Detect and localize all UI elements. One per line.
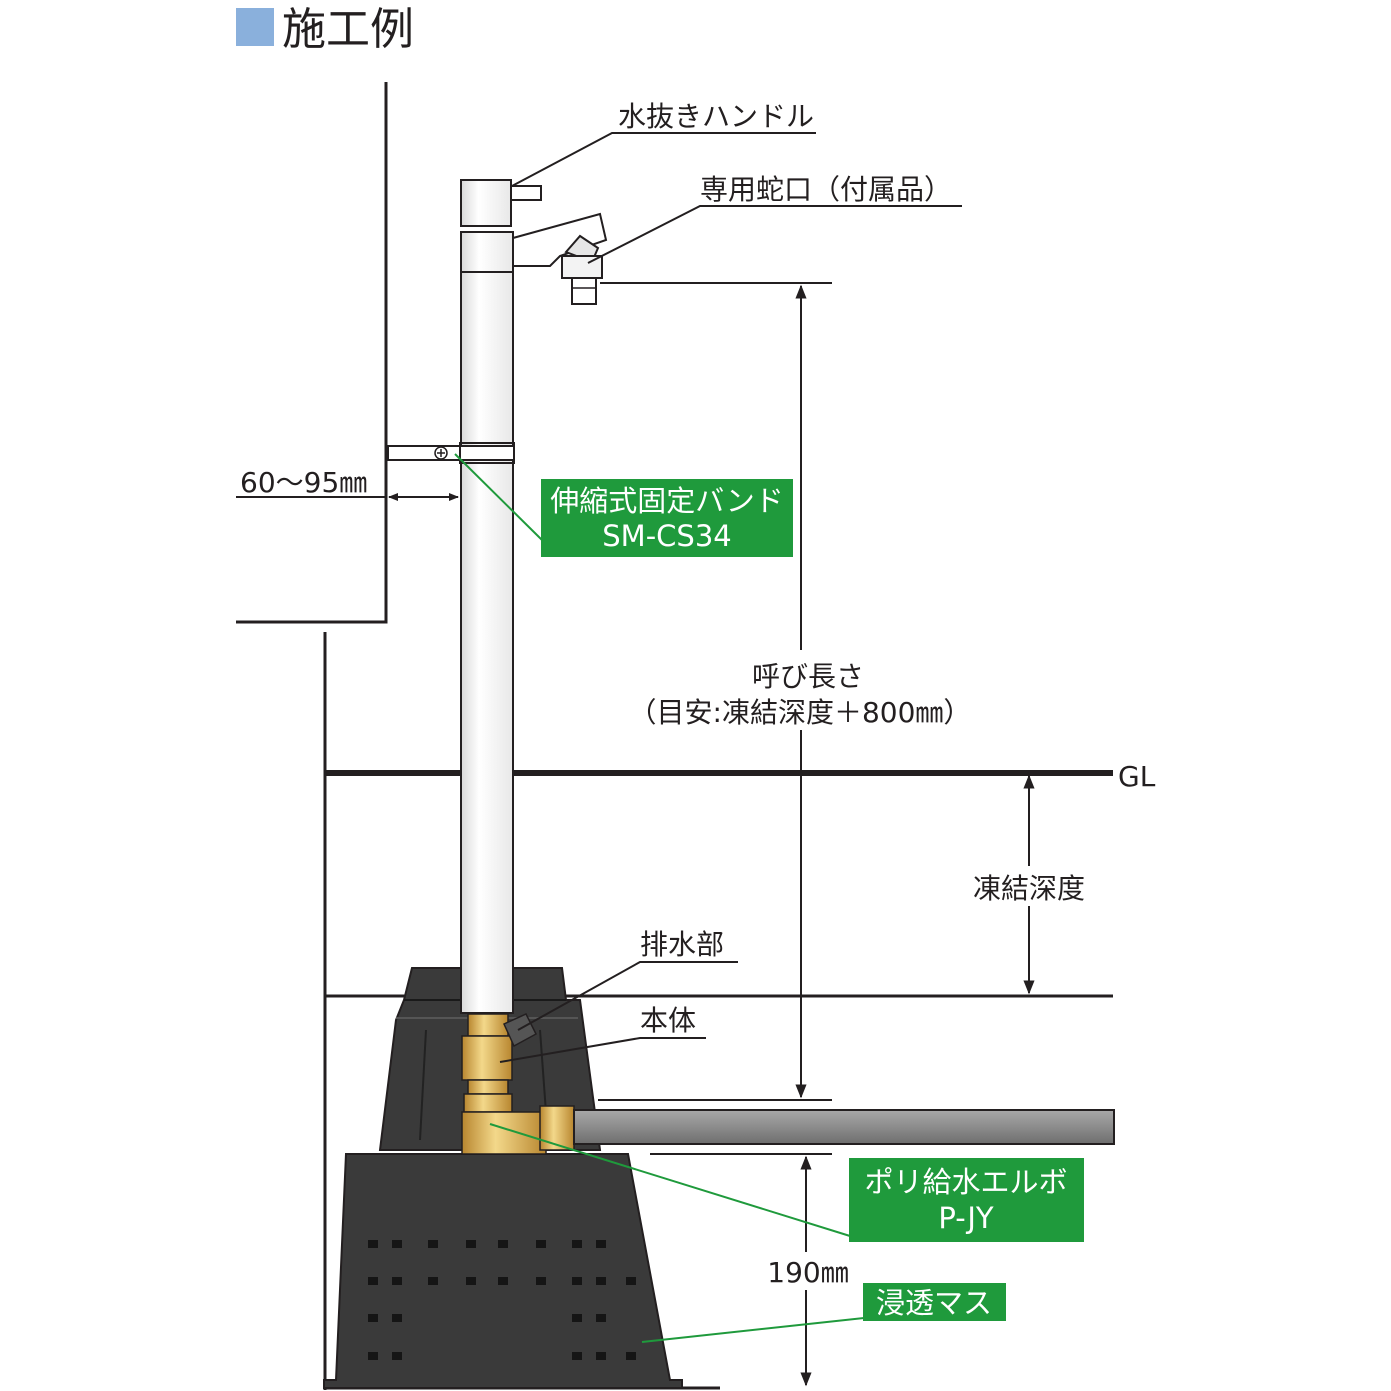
band-callout-leader bbox=[454, 453, 543, 541]
band-callout-code: SM-CS34 bbox=[602, 519, 731, 553]
head-cap bbox=[460, 179, 512, 227]
elbow-callout-leader bbox=[489, 1123, 851, 1237]
elbow-callout-name: ポリ給水エルボ bbox=[864, 1165, 1067, 1199]
faucet-label: 専用蛇口（付属品） bbox=[700, 173, 952, 206]
frost-depth-label: 凍結深度 bbox=[973, 872, 1085, 905]
supply-pipe bbox=[573, 1109, 1115, 1145]
band-callout-box bbox=[541, 479, 793, 557]
drain-part-label: 排水部 bbox=[640, 928, 724, 961]
body-label: 本体 bbox=[640, 1004, 696, 1037]
nominal-length-label: 呼び長さ bbox=[752, 660, 864, 693]
infiltration-basin bbox=[323, 1153, 683, 1389]
basin-callout-leader bbox=[641, 1317, 865, 1343]
faucet bbox=[512, 212, 608, 305]
drain-handle-leader bbox=[511, 132, 816, 187]
basin-callout-box bbox=[863, 1283, 1006, 1321]
basin-holes bbox=[368, 1240, 636, 1360]
band-callout-name: 伸縮式固定バンド bbox=[550, 484, 783, 518]
ground-level-label: GL bbox=[1118, 760, 1156, 793]
page-title: 施工例 bbox=[282, 4, 414, 55]
bottom-gap-label: 190㎜ bbox=[767, 1256, 848, 1289]
body-leader bbox=[499, 1037, 706, 1063]
nominal-length-note: （目安:凍結深度＋800㎜） bbox=[629, 696, 972, 729]
basin-callout-label: 浸透マス bbox=[876, 1286, 992, 1320]
band-width-label: 60〜95㎜ bbox=[240, 466, 367, 499]
main-pipe bbox=[460, 267, 514, 1014]
poly-elbow bbox=[461, 1093, 575, 1155]
drain-handle bbox=[510, 185, 542, 201]
drain-handle-label: 水抜きハンドル bbox=[618, 100, 814, 133]
fixing-band bbox=[387, 442, 515, 464]
head-collar bbox=[460, 231, 514, 273]
drain-part-leader bbox=[517, 961, 738, 1031]
wall-outline bbox=[236, 82, 388, 624]
heading-marker bbox=[236, 8, 274, 46]
elbow-callout-box bbox=[849, 1158, 1084, 1242]
elbow-callout-code: P-JY bbox=[938, 1201, 993, 1235]
faucet-leader bbox=[587, 205, 962, 264]
